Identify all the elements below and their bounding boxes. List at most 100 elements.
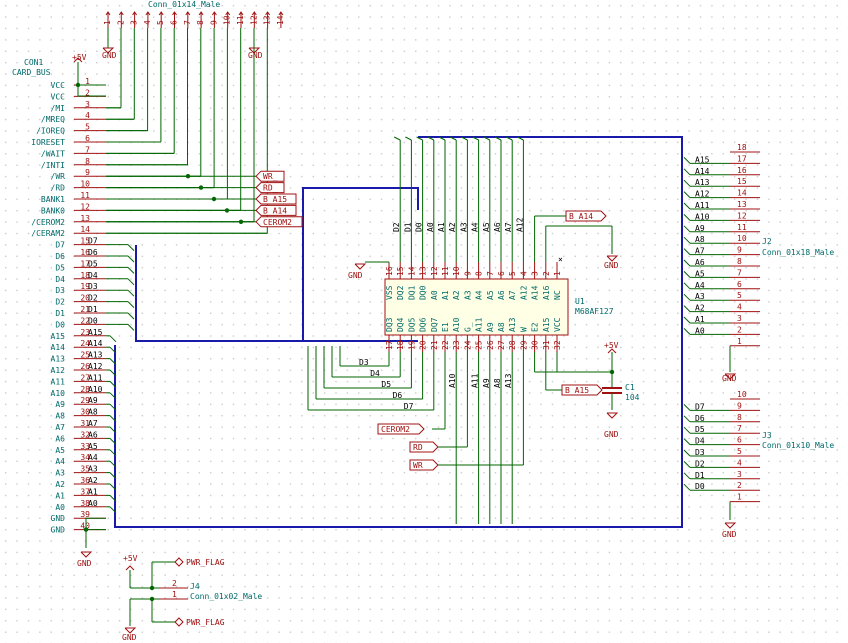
con1-pin-number: 1 [85, 77, 90, 86]
hier-label-bottom-shape[interactable] [377, 423, 425, 435]
top-connector-pin-number: 8 [196, 20, 205, 25]
j2-net-label: A12 [695, 190, 710, 199]
u1-bottom-pin-number: 27 [497, 340, 506, 350]
wire [416, 136, 423, 141]
hier-label-bottom: WR_ [413, 461, 428, 470]
u1-top-pin-number: 8 [475, 271, 484, 276]
u1-top-pin-name: A4 [475, 290, 484, 300]
j2-pin-number: 10 [737, 234, 747, 243]
wire [683, 191, 691, 198]
u1-bottom-net-label: D4 [370, 369, 380, 378]
j3-net-label: D3 [695, 448, 705, 457]
j3-pin-number: 9 [737, 401, 742, 410]
u1-bottom-pin-number: 25 [475, 340, 484, 350]
con1-pin-name: /WR [51, 172, 66, 181]
hier-label-left-shape[interactable] [255, 204, 297, 216]
u1-bottom-pin-number: 17 [385, 340, 394, 350]
j2-net-label: A13 [695, 178, 710, 187]
con1-pin-number: 27 [80, 373, 90, 382]
con1-net-label: A10 [88, 385, 103, 394]
u1-bottom-addr-label: A10 [448, 373, 457, 388]
hier-label-bottom-shape[interactable] [409, 441, 439, 453]
con1-pin-number: 6 [85, 134, 90, 143]
wire [109, 438, 117, 445]
con1-net-label: D0 [88, 316, 98, 325]
con1-net-label: A7 [88, 419, 98, 428]
hier-label-bottom: CEROM2 [381, 425, 410, 434]
u1-bottom-net-label: D3 [359, 358, 369, 367]
junction-dot [75, 82, 81, 88]
j4-pin-number: 2 [172, 579, 177, 588]
pwr-flag-diamond [174, 557, 184, 567]
con1-pin-name: /MREQ [41, 115, 65, 124]
j2-pin-number: 2 [737, 325, 742, 334]
u1-top-pin-number: 6 [497, 271, 506, 276]
u1-top-pin-name: DQ1 [407, 285, 416, 300]
top-pin-arrow [105, 11, 111, 16]
con1-net-label: A4 [88, 453, 98, 462]
top-connector-pin-number: 9 [209, 20, 218, 25]
j2-pin-number: 17 [737, 154, 747, 163]
j2-net-label: A0 [695, 326, 705, 335]
junction-dot [149, 585, 155, 591]
con1-pin-name: A7 [55, 423, 65, 432]
top-connector-pin-number: 10 [223, 15, 232, 25]
con1-pin-number: 25 [80, 351, 90, 360]
con1-net-label: A1 [88, 487, 98, 496]
gnd-label-top-left: GND [102, 51, 117, 60]
hier-label-bottom-shape[interactable] [409, 459, 439, 471]
j2-net-label: A14 [695, 167, 710, 176]
top-pin-arrow [132, 11, 138, 16]
con1-pin-number: 38 [80, 499, 90, 508]
hier-label-left-shape[interactable] [255, 182, 285, 194]
wire [127, 301, 135, 308]
j2-net-label: A7 [695, 247, 705, 256]
hier-label-ba15-shape[interactable] [561, 384, 603, 396]
con1-pin-number: 3 [85, 100, 90, 109]
gnd-label-j2: GND [722, 374, 737, 383]
j2-pin-number: 12 [737, 211, 747, 220]
con1-net-label: D2 [88, 294, 98, 303]
con1-pin-number: 20 [80, 294, 90, 303]
wire [683, 179, 691, 187]
j2-pin-number: 14 [737, 189, 747, 198]
junction-dot [83, 527, 89, 532]
con1-pin-number: 2 [85, 88, 90, 97]
con1-pin-number: 36 [80, 476, 90, 485]
u1-top-pin-name: VSS [385, 285, 394, 300]
j2-net-label: A6 [695, 258, 705, 267]
con1-net-label: A3 [88, 465, 98, 474]
j3-pin-number: 6 [737, 436, 742, 445]
con1-pin-name: D0 [55, 320, 65, 329]
hier-label-left-shape[interactable] [255, 193, 297, 205]
j2-pin-number: 11 [737, 223, 747, 232]
j2-pin-number: 3 [737, 314, 742, 323]
hier-label-left-shape[interactable] [255, 170, 285, 182]
u1-bottom-pin-number: 21 [430, 340, 439, 350]
wire [683, 157, 691, 164]
con1-net-label: A11 [88, 373, 103, 382]
con1-pin-number: 18 [80, 271, 90, 280]
con1-pin-name: /MI [51, 104, 66, 113]
wire [683, 328, 691, 335]
top-connector-pin-number: 7 [183, 20, 192, 25]
u1-top-pin-number: 10 [452, 266, 461, 276]
u1-top-pin-name: A7 [508, 290, 517, 300]
hier-label-left-shape[interactable] [255, 216, 303, 228]
gnd-label-con1: GND [77, 559, 92, 568]
j2-net-label: A5 [695, 269, 705, 278]
con1-pin-number: 11 [80, 191, 90, 200]
u1-bottom-pin-number: 28 [508, 340, 517, 350]
pwr-flag-top: PWR_FLAG [186, 558, 225, 567]
u1-body[interactable] [384, 278, 569, 336]
hier-label-ba14-shape[interactable] [565, 210, 607, 222]
u1-top-net-label: A12 [515, 217, 524, 232]
u1-bottom-pin-name: VCC [553, 317, 562, 332]
wire [494, 136, 502, 141]
top-pin-arrow [278, 11, 284, 16]
j2-pin-number: 5 [737, 291, 742, 300]
con1-pin-name: D7 [55, 241, 65, 250]
vcc-label-u1: +5V [604, 341, 619, 350]
junction-dot [185, 174, 191, 179]
hier-label-left: RD_ [263, 184, 278, 193]
